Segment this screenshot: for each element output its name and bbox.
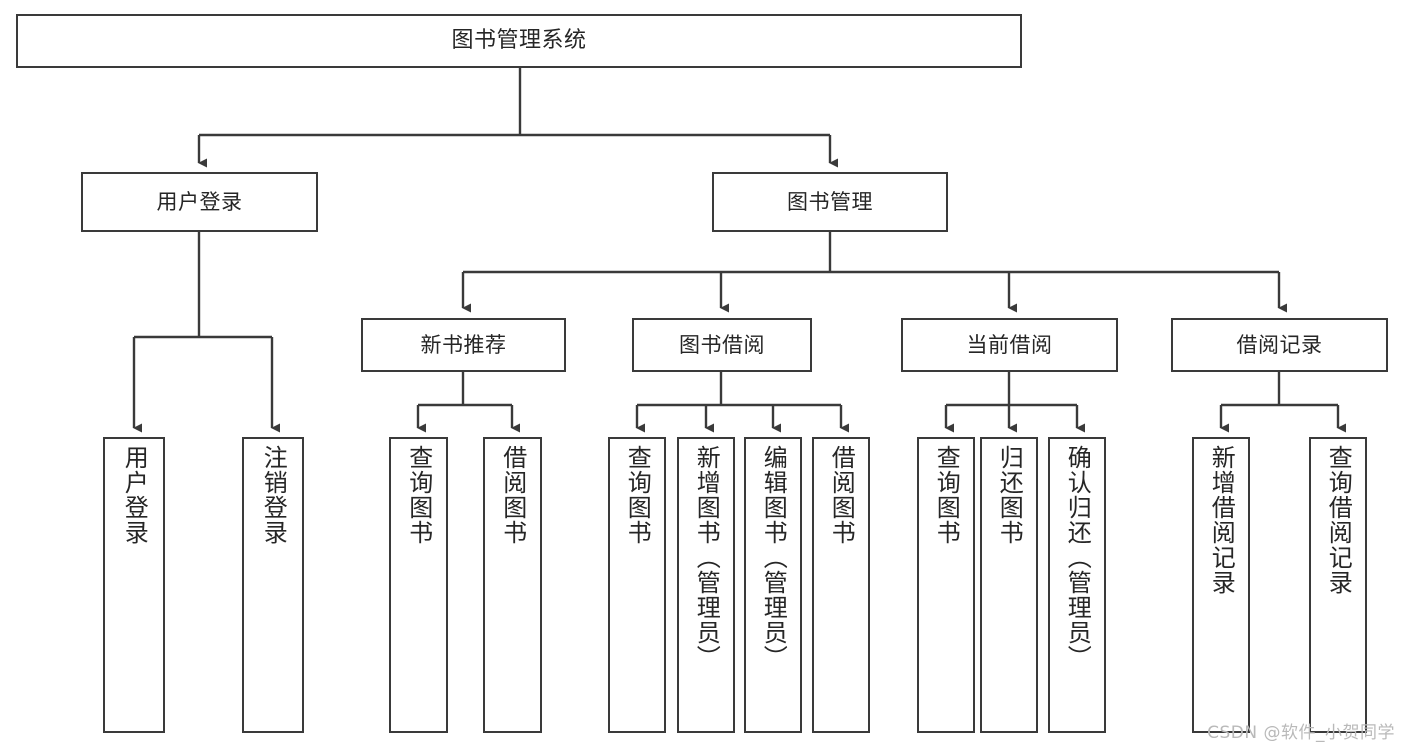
leaf-borrow-book-2-label: 借阅图书 bbox=[827, 445, 856, 545]
leaf-query-record-label: 查询借阅记录 bbox=[1324, 445, 1353, 595]
leaf-edit-book-label: 编辑图书（管理员） bbox=[759, 445, 788, 670]
node-root-book-management-system[interactable]: 图书管理系统 bbox=[16, 14, 1022, 68]
leaf-confirm-return[interactable]: 确认归还（管理员） bbox=[1048, 437, 1106, 733]
node-borrow-record-label: 借阅记录 bbox=[1236, 332, 1323, 357]
node-root-label: 图书管理系统 bbox=[451, 28, 587, 54]
leaf-query-book-1-label: 查询图书 bbox=[404, 445, 433, 545]
leaf-borrow-book-1-label: 借阅图书 bbox=[498, 445, 527, 545]
node-book-borrow[interactable]: 图书借阅 bbox=[632, 318, 812, 372]
node-borrow-record[interactable]: 借阅记录 bbox=[1171, 318, 1388, 372]
node-current-borrow-label: 当前借阅 bbox=[966, 332, 1053, 357]
leaf-query-book-1[interactable]: 查询图书 bbox=[389, 437, 448, 733]
node-user-login-label: 用户登录 bbox=[156, 189, 243, 214]
leaf-add-record[interactable]: 新增借阅记录 bbox=[1192, 437, 1250, 733]
leaf-add-book-label: 新增图书（管理员） bbox=[692, 445, 721, 670]
leaf-edit-book[interactable]: 编辑图书（管理员） bbox=[744, 437, 802, 733]
leaf-borrow-book-1[interactable]: 借阅图书 bbox=[483, 437, 542, 733]
node-current-borrow[interactable]: 当前借阅 bbox=[901, 318, 1118, 372]
leaf-query-book-2[interactable]: 查询图书 bbox=[608, 437, 666, 733]
leaf-add-record-label: 新增借阅记录 bbox=[1207, 445, 1236, 595]
leaf-query-record[interactable]: 查询借阅记录 bbox=[1309, 437, 1367, 733]
leaf-logout[interactable]: 注销登录 bbox=[242, 437, 304, 733]
csdn-watermark: CSDN @软件_小贺同学 bbox=[1207, 723, 1395, 743]
leaf-logout-label: 注销登录 bbox=[259, 445, 288, 545]
node-user-login[interactable]: 用户登录 bbox=[81, 172, 318, 232]
node-book-management-label: 图书管理 bbox=[787, 189, 873, 214]
leaf-user-login-label: 用户登录 bbox=[120, 445, 149, 545]
leaf-user-login[interactable]: 用户登录 bbox=[103, 437, 165, 733]
leaf-add-book[interactable]: 新增图书（管理员） bbox=[677, 437, 735, 733]
leaf-query-book-3[interactable]: 查询图书 bbox=[917, 437, 975, 733]
leaf-return-book-label: 归还图书 bbox=[995, 445, 1024, 545]
leaf-query-book-3-label: 查询图书 bbox=[932, 445, 961, 545]
node-new-book-recommend-label: 新书推荐 bbox=[420, 332, 507, 357]
leaf-return-book[interactable]: 归还图书 bbox=[980, 437, 1038, 733]
leaf-query-book-2-label: 查询图书 bbox=[623, 445, 652, 545]
node-new-book-recommend[interactable]: 新书推荐 bbox=[361, 318, 566, 372]
node-book-borrow-label: 图书借阅 bbox=[679, 332, 765, 357]
leaf-confirm-return-label: 确认归还（管理员） bbox=[1063, 445, 1092, 670]
leaf-borrow-book-2[interactable]: 借阅图书 bbox=[812, 437, 870, 733]
node-book-management[interactable]: 图书管理 bbox=[712, 172, 948, 232]
